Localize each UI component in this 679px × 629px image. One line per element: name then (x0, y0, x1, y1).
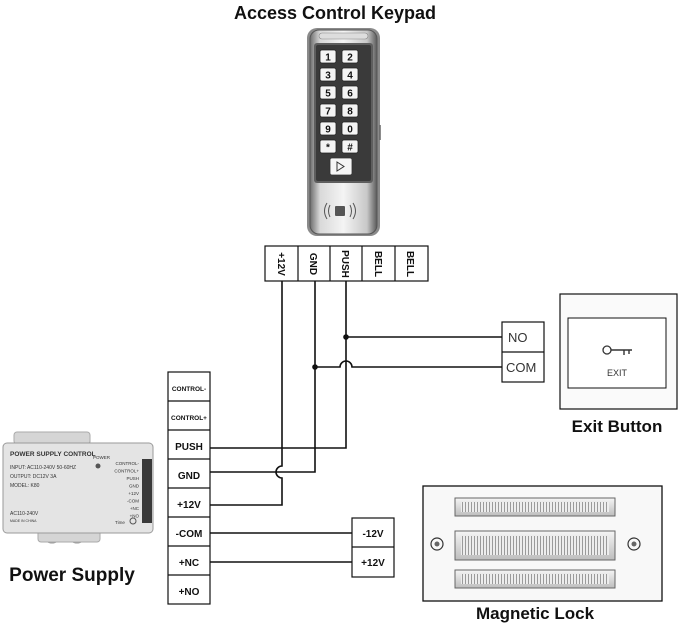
wire-12v (210, 281, 283, 506)
keypad-key (319, 121, 337, 136)
keypad-key-label: * (326, 143, 330, 154)
ps-terminal-label: +12V (177, 500, 201, 511)
ps-terminal-label: CONTROL+ (171, 415, 207, 422)
power-led-icon (95, 463, 101, 469)
keypad-key-label: 5 (325, 89, 331, 100)
wiring (210, 281, 502, 563)
ps-side-label: +12V (128, 491, 139, 496)
keypad-key-label: 9 (325, 125, 331, 136)
ps-side-label: +NC (130, 506, 140, 511)
ps-side-labels: CONTROL- CONTROL+ PUSH GND +12V -COM +NC +NO (114, 461, 139, 519)
ps-terminal-strip (142, 459, 152, 523)
ps-output-line: OUTPUT: DC12V 3A (10, 474, 57, 480)
keypad-key (319, 85, 337, 100)
keypad-key (341, 121, 359, 136)
ps-side-label: CONTROL+ (114, 469, 139, 474)
keypad-terminal-gnd: GND (307, 253, 318, 275)
ps-terminal-label: -COM (176, 529, 203, 540)
ps-made-in: MADE IN CHINA (10, 519, 37, 523)
bell-icon (336, 161, 345, 172)
lock-screw-left-icon (430, 537, 444, 551)
keypad-key (319, 67, 337, 82)
ps-terminal-label: +NO (179, 587, 200, 598)
exit-button-device: EXIT (559, 293, 678, 410)
exit-plate-label: EXIT (607, 368, 628, 378)
keypad-key-label: 7 (325, 107, 331, 118)
magnetic-lock-title: Magnetic Lock (476, 604, 595, 623)
wire-gnd (210, 281, 316, 473)
ps-side-label: +NO (130, 514, 140, 519)
lock-terminal-block: -12V +12V (351, 517, 395, 578)
keypad-keys: 1 2 3 4 5 6 7 8 9 0 * # (319, 49, 359, 154)
rfid-icon (324, 202, 356, 220)
lock-terminal-neg12v: -12V (362, 529, 383, 540)
wire-gnd-to-com (315, 360, 502, 368)
ps-power-label: POWER (93, 455, 111, 460)
keypad-key-label: 4 (347, 71, 353, 82)
keypad-device: 1 2 3 4 5 6 7 8 9 0 * # (307, 28, 381, 236)
keypad-key-label: 1 (325, 53, 331, 64)
keypad-key (319, 103, 337, 118)
keypad-key (341, 85, 359, 100)
exit-button-title: Exit Button (572, 417, 663, 436)
keypad-key (319, 139, 337, 154)
ps-terminal-label: GND (178, 471, 200, 482)
keypad-title: Access Control Keypad (234, 3, 436, 23)
power-supply-title: Power Supply (9, 565, 135, 586)
keypad-terminal-push: PUSH (339, 250, 350, 278)
keypad-key-label: 3 (325, 71, 331, 82)
exit-terminal-com: COM (506, 360, 536, 375)
keypad-key-label: 8 (347, 107, 353, 118)
key-icon (602, 345, 632, 355)
keypad-terminal-12v: +12V (275, 252, 286, 276)
ps-terminal-label: +NC (179, 558, 199, 569)
ps-terminal-label: PUSH (175, 442, 203, 453)
keypad-key (341, 49, 359, 64)
ps-side-label: PUSH (126, 476, 139, 481)
ps-side-label: -COM (127, 499, 139, 504)
keypad-terminal-bell-1: BELL (372, 251, 383, 277)
keypad-key-label: 0 (347, 125, 353, 136)
ps-side-label: GND (129, 484, 140, 489)
keypad-key-label: # (347, 143, 353, 154)
lock-terminal-pos12v: +12V (361, 558, 385, 569)
exit-terminal-no: NO (508, 330, 528, 345)
keypad-terminal-block: +12V GND PUSH BELL BELL (264, 245, 429, 282)
keypad-key-label: 6 (347, 89, 353, 100)
bell-key (329, 157, 353, 176)
keypad-key (341, 103, 359, 118)
ps-input-line: INPUT: AC110-240V 50-60HZ (10, 465, 76, 471)
ps-side-label: CONTROL- (116, 461, 140, 466)
keypad-key (341, 67, 359, 82)
ps-model-line: MODEL: K80 (10, 483, 40, 489)
ps-ac-label: AC110-240V (10, 511, 39, 517)
time-dial-icon (129, 517, 137, 525)
ps-time-label: Time (115, 520, 125, 525)
ps-device-title: POWER SUPPLY CONTROL (10, 451, 96, 458)
wire-push (210, 281, 347, 449)
exit-terminal-block: NO COM (501, 321, 545, 383)
keypad-terminal-bell-2: BELL (404, 251, 415, 277)
power-supply-device: POWER SUPPLY CONTROL POWER INPUT: AC110-… (2, 431, 154, 544)
keypad-key (341, 139, 359, 154)
ps-terminal-label: CONTROL- (172, 386, 206, 393)
lock-screw-right-icon (627, 537, 641, 551)
keypad-key (319, 49, 337, 64)
magnetic-lock-device (422, 485, 663, 602)
keypad-key-label: 2 (347, 53, 353, 64)
ps-terminal-column: CONTROL- CONTROL+ PUSH GND +12V -COM +NC +NO (167, 371, 211, 605)
